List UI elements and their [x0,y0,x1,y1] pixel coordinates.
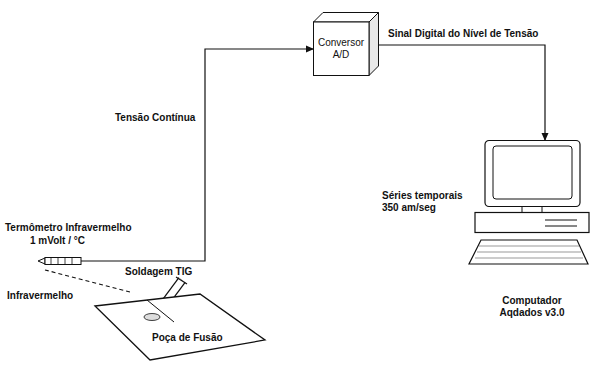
box-front-face [314,22,370,76]
cpu-case [475,213,589,233]
keyboard-row [479,246,579,247]
node-text: Poça de Fusão [150,332,225,344]
infrared-thermometer: Termômetro Infravermelho1 mVolt / °C [5,222,155,270]
probe-ring [65,258,66,265]
node-text: 1 mVolt / °C [30,235,85,247]
probe-ring [58,258,59,265]
drive-slot [545,226,577,227]
weld-pool [144,314,160,321]
keyboard-row [477,252,581,253]
probe-ring [51,258,52,265]
infrared-ray [45,270,130,292]
connector-label: Infravermelho [5,290,75,302]
node-text: Computador Aqdados v3.0 [487,295,577,319]
box-side-face [369,13,379,76]
plate [95,294,265,360]
box-top-face [314,13,379,23]
probe-tip [38,258,45,264]
converter-box: Conversor A/D [313,12,379,76]
probe-ring [72,258,73,265]
free-label: Séries temporais 350 am/seg [382,190,474,214]
keyboard [469,240,588,264]
node-text: Conversor A/D [315,22,367,76]
probe-cable [81,260,155,261]
signal-connector [379,45,545,140]
drive-slot [545,220,577,221]
weld-plate-drawing [90,292,270,364]
connector-label: Sinal Digital do Nível de Tensão [386,28,540,40]
connector-label: Tensão Contínua [113,112,197,124]
signal-connector [155,49,313,261]
torch-cap [176,277,187,284]
screen [493,146,572,199]
keyboard-row [475,258,583,259]
computer: Computador Aqdados v3.0 [465,140,590,325]
free-label: Soldagem TIG [125,266,192,278]
weld-plate: Poça de Fusão [90,292,270,364]
monitor-neck [522,207,542,213]
monitor [485,141,580,207]
node-text: Termômetro Infravermelho [5,222,132,234]
probe-body [45,258,81,265]
